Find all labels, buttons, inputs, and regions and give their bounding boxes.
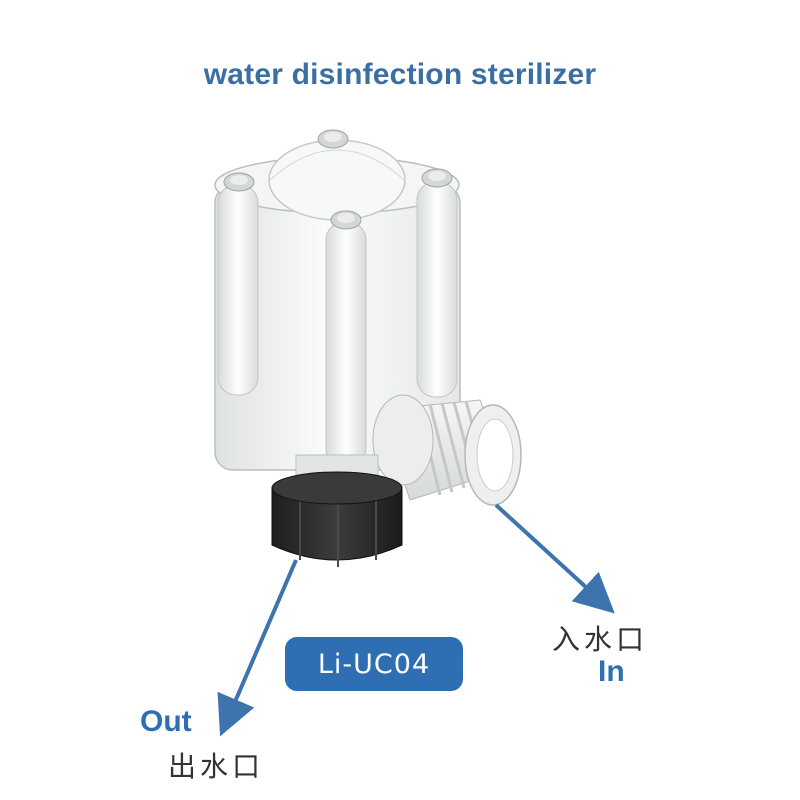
model-badge: Li-UC04 [285, 637, 463, 691]
inlet-label: In [598, 655, 625, 688]
outlet-nut [271, 471, 403, 567]
inlet-arrow [494, 503, 615, 614]
outlet-arrow [217, 559, 298, 737]
outlet-label: Out [140, 705, 192, 738]
page-title: water disinfection sterilizer [203, 58, 597, 91]
screws [223, 129, 453, 230]
inlet-label-cn: 入水口 [552, 623, 649, 656]
outlet-label-cn: 出水口 [168, 750, 265, 783]
corner-posts [217, 181, 458, 468]
inlet-fitting [372, 394, 522, 506]
